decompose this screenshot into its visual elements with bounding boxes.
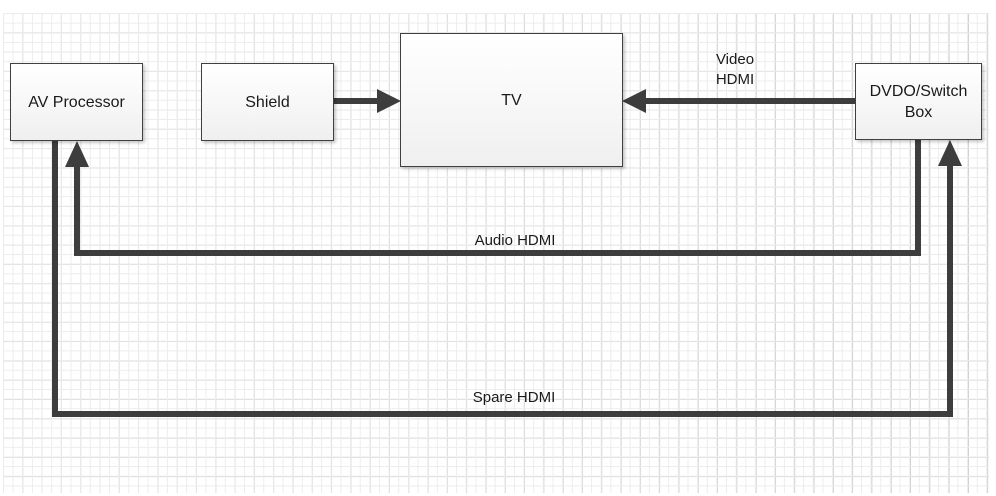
node-tv[interactable]: TV — [400, 33, 623, 167]
connector-spare-hdmi-segment-up[interactable] — [947, 164, 953, 417]
shield-to-tv-arrowhead — [377, 89, 401, 113]
node-tv-label: TV — [501, 91, 522, 109]
connector-spare-hdmi-segment-across[interactable] — [52, 411, 953, 417]
spare-hdmi-arrowhead — [938, 140, 962, 166]
node-dvdo-switch-box-label: DVDO/Switch Box — [869, 82, 968, 121]
connector-video-hdmi[interactable] — [645, 98, 855, 104]
connector-spare-hdmi-segment-down[interactable] — [52, 140, 58, 417]
video-hdmi-arrowhead — [622, 89, 646, 113]
node-av-processor[interactable]: AV Processor — [10, 63, 143, 141]
connector-audio-hdmi-segment-down[interactable] — [915, 140, 921, 256]
node-dvdo-switch-box[interactable]: DVDO/Switch Box — [855, 63, 982, 140]
connector-shield-to-tv[interactable] — [334, 98, 378, 104]
connector-audio-hdmi-segment-across[interactable] — [74, 250, 921, 256]
audio-hdmi-label: Audio HDMI — [474, 232, 556, 249]
video-hdmi-label: Video HDMI — [715, 51, 755, 88]
node-av-processor-label: AV Processor — [28, 93, 125, 111]
connector-audio-hdmi-segment-up[interactable] — [74, 163, 80, 256]
audio-hdmi-arrowhead — [65, 141, 89, 167]
node-shield-label: Shield — [245, 93, 290, 111]
spare-hdmi-label: Spare HDMI — [472, 389, 556, 406]
node-shield[interactable]: Shield — [201, 63, 334, 141]
